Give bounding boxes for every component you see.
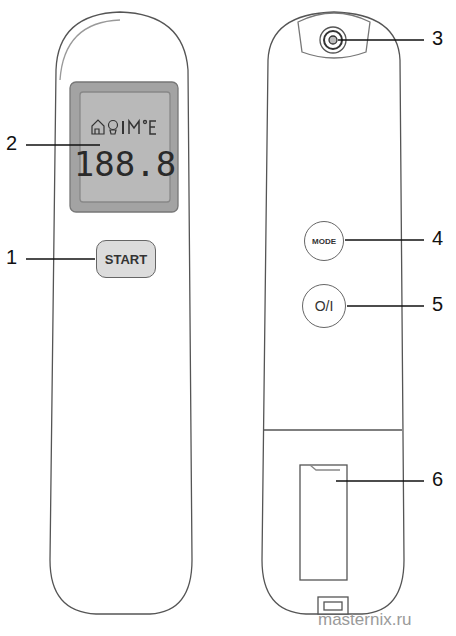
callout-number: 1 xyxy=(6,246,17,269)
power-button: O/I xyxy=(302,284,346,328)
callout-number: 6 xyxy=(432,468,443,491)
mode-button: MODE xyxy=(304,221,344,261)
watermark: masternix.ru xyxy=(318,610,412,630)
callout-number: 4 xyxy=(432,227,443,250)
button-text: MODE xyxy=(312,237,336,246)
start-button: START xyxy=(96,240,156,278)
button-text: START xyxy=(105,252,147,267)
callout-number: 3 xyxy=(432,27,443,50)
callout-number: 5 xyxy=(432,293,443,316)
button-text: O/I xyxy=(315,298,334,314)
button-text: 188.8 xyxy=(74,144,176,184)
lcd-screen: 188.8 xyxy=(70,136,180,192)
callout-number: 2 xyxy=(6,132,17,155)
